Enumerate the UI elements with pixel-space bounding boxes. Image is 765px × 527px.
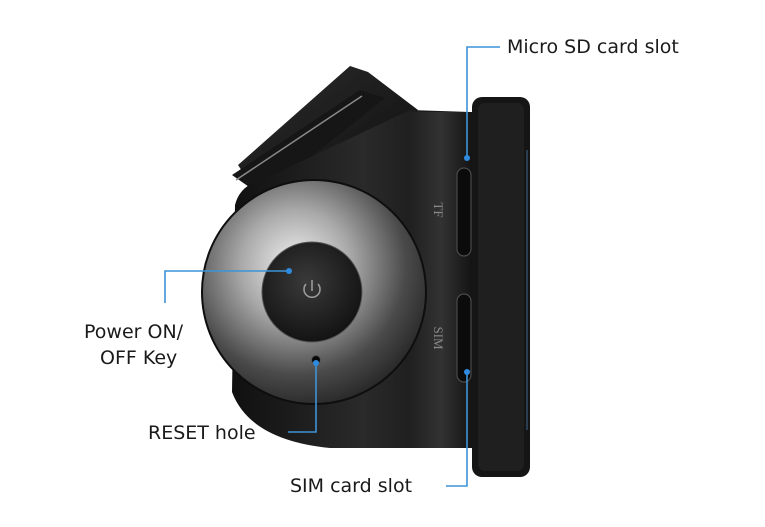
reset-hole-label: RESET hole: [148, 422, 256, 444]
callout-dot-power: [286, 268, 292, 274]
sim-slot[interactable]: [456, 293, 472, 383]
callout-dot-micro-sd: [464, 155, 470, 161]
callout-line-micro-sd: [466, 46, 500, 158]
power-key-label-line1: Power ON/: [84, 321, 184, 343]
power-icon: [303, 280, 321, 299]
micro-sd-label: Micro SD card slot: [507, 36, 679, 58]
callout-line-sim: [446, 372, 468, 487]
power-button[interactable]: [261, 241, 363, 343]
tf-slot-mark: TF: [431, 202, 446, 217]
micro-sd-slot[interactable]: [456, 167, 472, 257]
callout-line-reset: [288, 363, 317, 433]
sim-slot-label: SIM card slot: [290, 475, 413, 497]
power-key-label-line2: OFF Key: [100, 347, 178, 369]
callout-lines: [164, 46, 500, 487]
callout-dot-reset: [313, 360, 319, 366]
callout-dots: [286, 155, 470, 375]
callout-dot-sim: [464, 369, 470, 375]
sim-slot-mark: SIM: [431, 326, 446, 350]
callout-line-power: [164, 270, 289, 303]
windshield-mount: [232, 66, 418, 198]
